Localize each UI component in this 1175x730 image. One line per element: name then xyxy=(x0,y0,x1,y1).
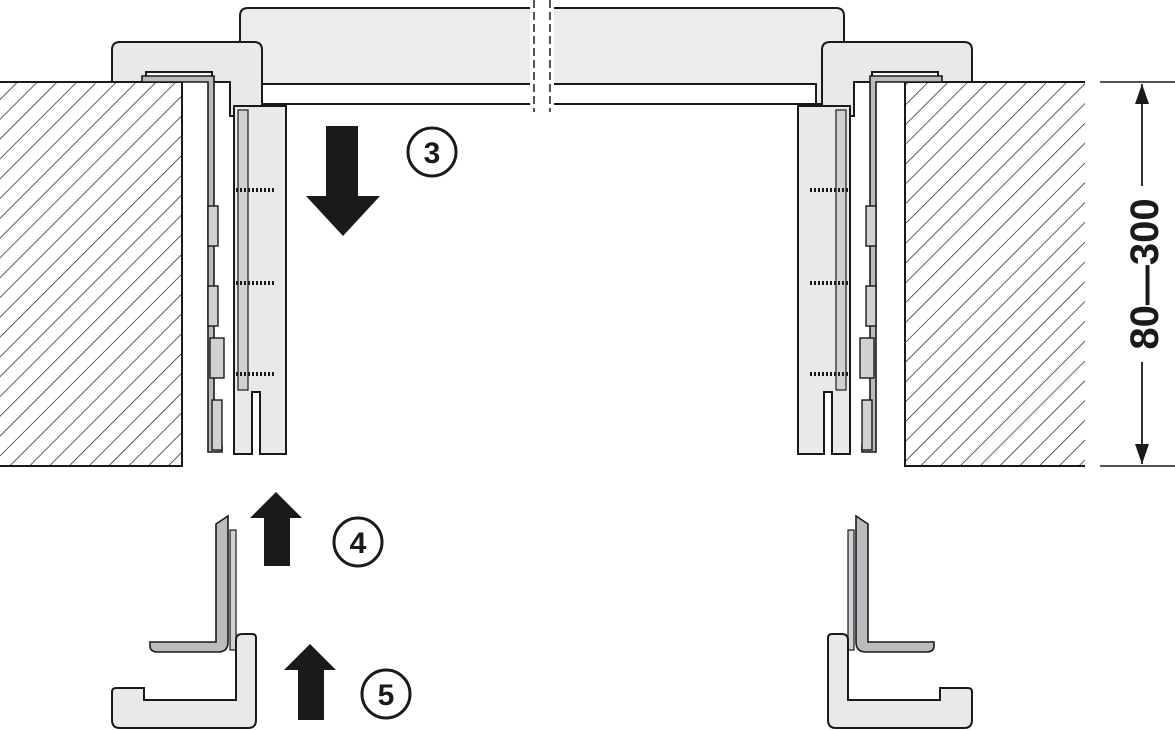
step-5-badge: 5 xyxy=(360,668,412,720)
left-wall-section xyxy=(0,81,183,467)
dimension-line: 80—300 xyxy=(1100,81,1175,467)
step-4-label: 4 xyxy=(350,527,367,560)
left-clip-rail xyxy=(141,75,225,453)
step-4-badge: 4 xyxy=(332,516,384,568)
right-assembly xyxy=(797,41,973,455)
arrow-up-icon xyxy=(250,492,302,566)
dimension-arrow-bottom xyxy=(1135,444,1149,464)
arrow-down-icon xyxy=(306,126,380,236)
right-loose-parts xyxy=(827,514,973,729)
step-3-badge: 3 xyxy=(406,126,458,178)
left-corner-cap xyxy=(111,41,263,117)
dimension-arrow-top xyxy=(1135,84,1149,104)
left-mounting-profile xyxy=(233,105,287,455)
right-wall-section xyxy=(904,81,1085,467)
left-loose-clip xyxy=(149,514,237,653)
dimension-label: 80—300 xyxy=(1123,198,1167,349)
step-3-label: 3 xyxy=(424,137,441,170)
arrow-up-icon xyxy=(284,644,336,720)
step-5-label: 5 xyxy=(378,679,395,712)
left-cover-cap xyxy=(111,633,257,729)
top-panel xyxy=(239,0,845,112)
